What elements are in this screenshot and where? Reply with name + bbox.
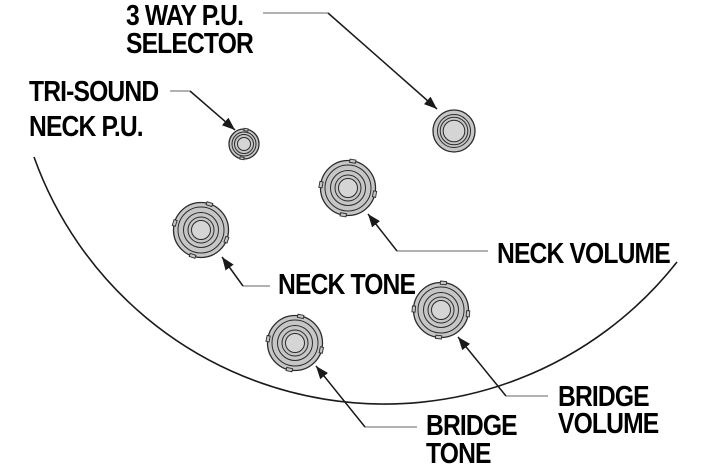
callout-label-bridge-volume: BRIDGE VOLUME bbox=[558, 381, 659, 440]
callout-label-tri-sound-neck-pu: TRI-SOUND NECK P.U. bbox=[29, 75, 159, 145]
bridge-tone-knob bbox=[265, 313, 325, 373]
callout-label-line: NECK VOLUME bbox=[497, 238, 671, 270]
callout-label-line: BRIDGE bbox=[558, 381, 650, 413]
guitar-body-outline-curve bbox=[33, 156, 678, 405]
3-way-pickup-selector-knob bbox=[432, 109, 476, 153]
arrow-3-way-selector bbox=[327, 12, 438, 110]
callout-label-line: VOLUME bbox=[558, 408, 659, 440]
tri-sound-neck-pickup-knob bbox=[228, 127, 260, 161]
callout-label-line: TONE bbox=[426, 438, 491, 470]
neck-volume-knob bbox=[318, 158, 378, 218]
callout-label-neck-volume: NECK VOLUME bbox=[497, 238, 671, 270]
callout-label-line: 3 WAY P.U. bbox=[126, 0, 244, 32]
neck-tone-knob bbox=[171, 201, 230, 259]
callout-label-3-way-pu-selector: 3 WAY P.U. SELECTOR bbox=[126, 0, 254, 60]
callout-label-bridge-tone: BRIDGE TONE bbox=[426, 410, 518, 470]
callout-label-line: BRIDGE bbox=[426, 410, 518, 442]
arrow-bridge-volume bbox=[457, 336, 507, 397]
callout-label-line: NECK P.U. bbox=[29, 111, 144, 143]
arrow-tri-sound bbox=[189, 90, 236, 131]
callout-label-neck-tone: NECK TONE bbox=[278, 269, 416, 301]
callout-label-line: SELECTOR bbox=[126, 28, 254, 60]
bridge-volume-knob bbox=[411, 280, 471, 340]
arrow-bridge-tone bbox=[315, 365, 366, 428]
arrow-neck-tone bbox=[221, 256, 244, 287]
callout-label-line: TRI-SOUND bbox=[29, 76, 159, 108]
callout-label-line: NECK TONE bbox=[278, 269, 416, 301]
arrow-neck-volume bbox=[367, 213, 398, 252]
